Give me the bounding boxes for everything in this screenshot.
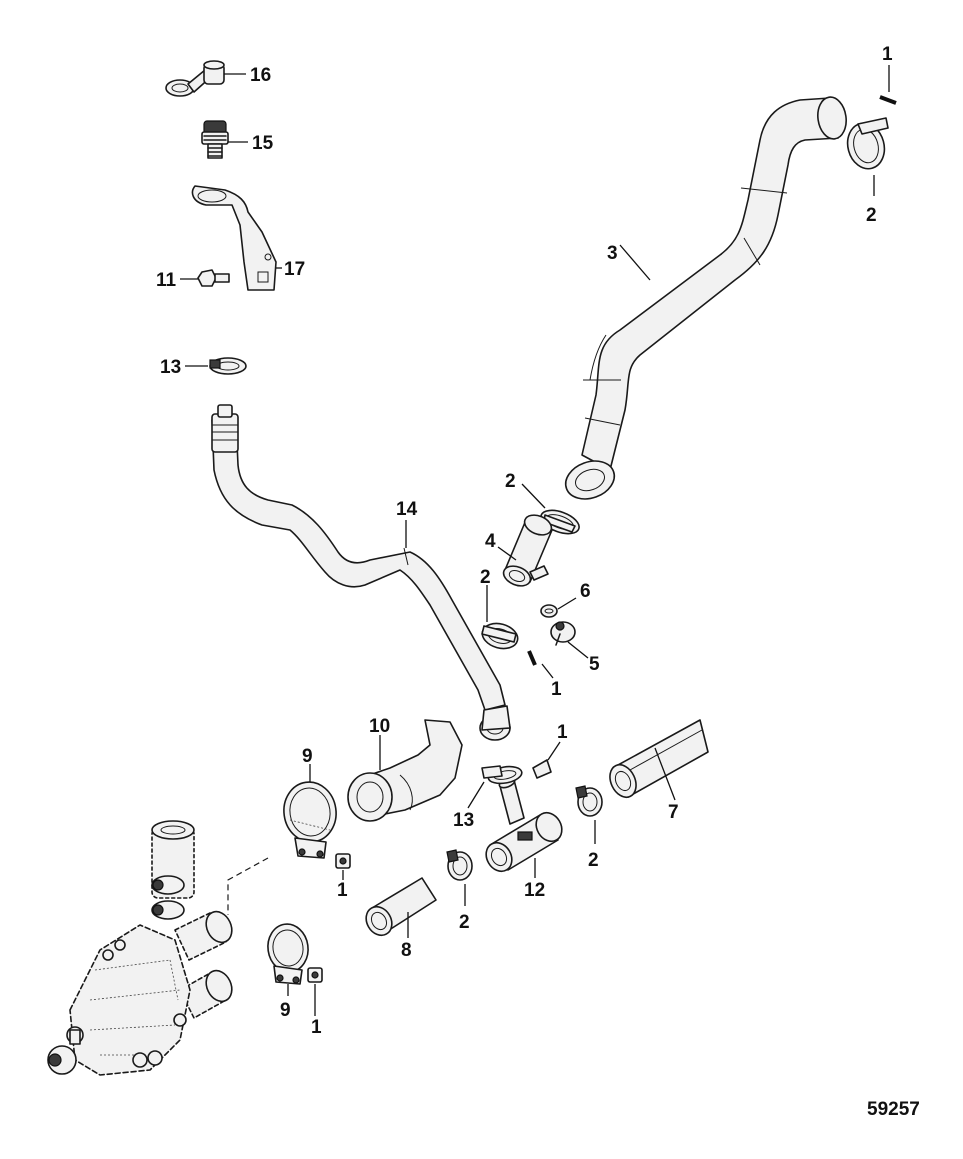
part-8-hose: [365, 877, 437, 937]
part-15-fitting: [201, 120, 229, 159]
callout-7: 7: [668, 802, 679, 823]
part-17-bracket: [191, 185, 277, 291]
figure-number: 59257: [867, 1099, 920, 1120]
part-9-clamp-lower: [267, 923, 309, 985]
callout-2-lower: 2: [480, 567, 491, 588]
part-14-hose: [211, 404, 511, 741]
callout-9-upper: 9: [302, 746, 313, 767]
part-2-clamp-small-right: [575, 785, 603, 817]
callout-4: 4: [485, 531, 496, 552]
callout-11: 11: [156, 270, 177, 291]
part-1-oring-top: [879, 95, 897, 105]
part-2-clamp-small-left: [446, 849, 473, 881]
part-1-nut-bottom: [307, 967, 323, 983]
part-13-clamp-lower: [481, 765, 523, 785]
callout-9-lower: 9: [280, 1000, 291, 1021]
part-2-clamp-lower: [481, 622, 519, 650]
part-7-hose: [609, 719, 709, 799]
callout-3: 3: [607, 243, 618, 264]
part-9-clamp-upper: [283, 781, 337, 859]
callout-1-right: 1: [557, 722, 568, 743]
part-11-bolt: [197, 269, 230, 287]
callout-1-left: 1: [337, 880, 348, 901]
part-13-clamp-top: [209, 357, 247, 375]
callout-1-top: 1: [882, 44, 893, 65]
callout-12: 12: [524, 880, 545, 901]
part-1-oring-mid: [527, 650, 537, 666]
callout-8: 8: [401, 940, 412, 961]
callout-5: 5: [589, 654, 600, 675]
part-16-cap: [165, 60, 225, 97]
callout-16: 16: [250, 65, 271, 86]
callout-15: 15: [252, 133, 274, 154]
callout-1-bottom: 1: [311, 1017, 322, 1038]
callout-10: 10: [369, 716, 390, 737]
callout-13-lower: 13: [453, 810, 474, 831]
callout-14: 14: [396, 499, 418, 520]
pump-assembly: [47, 820, 269, 1076]
part-12-tee: [485, 777, 563, 873]
callout-2-top: 2: [866, 205, 877, 226]
part-2-clamp-top: [846, 117, 889, 170]
callout-13-top: 13: [160, 357, 181, 378]
part-4-tube: [502, 514, 553, 587]
callout-6: 6: [580, 581, 591, 602]
callout-2-left: 2: [459, 912, 470, 933]
part-10-elbow-hose: [347, 719, 463, 822]
part-1-nut-upper: [335, 853, 351, 869]
callout-2-mid: 2: [505, 471, 516, 492]
part-5-plug: [550, 621, 576, 646]
part-3-hose: [564, 96, 847, 500]
part-6-washer: [540, 604, 558, 618]
callout-17: 17: [284, 259, 305, 280]
callout-2-right: 2: [588, 850, 599, 871]
part-1-nut-lower: [532, 759, 552, 779]
callout-1-mid: 1: [551, 679, 562, 700]
